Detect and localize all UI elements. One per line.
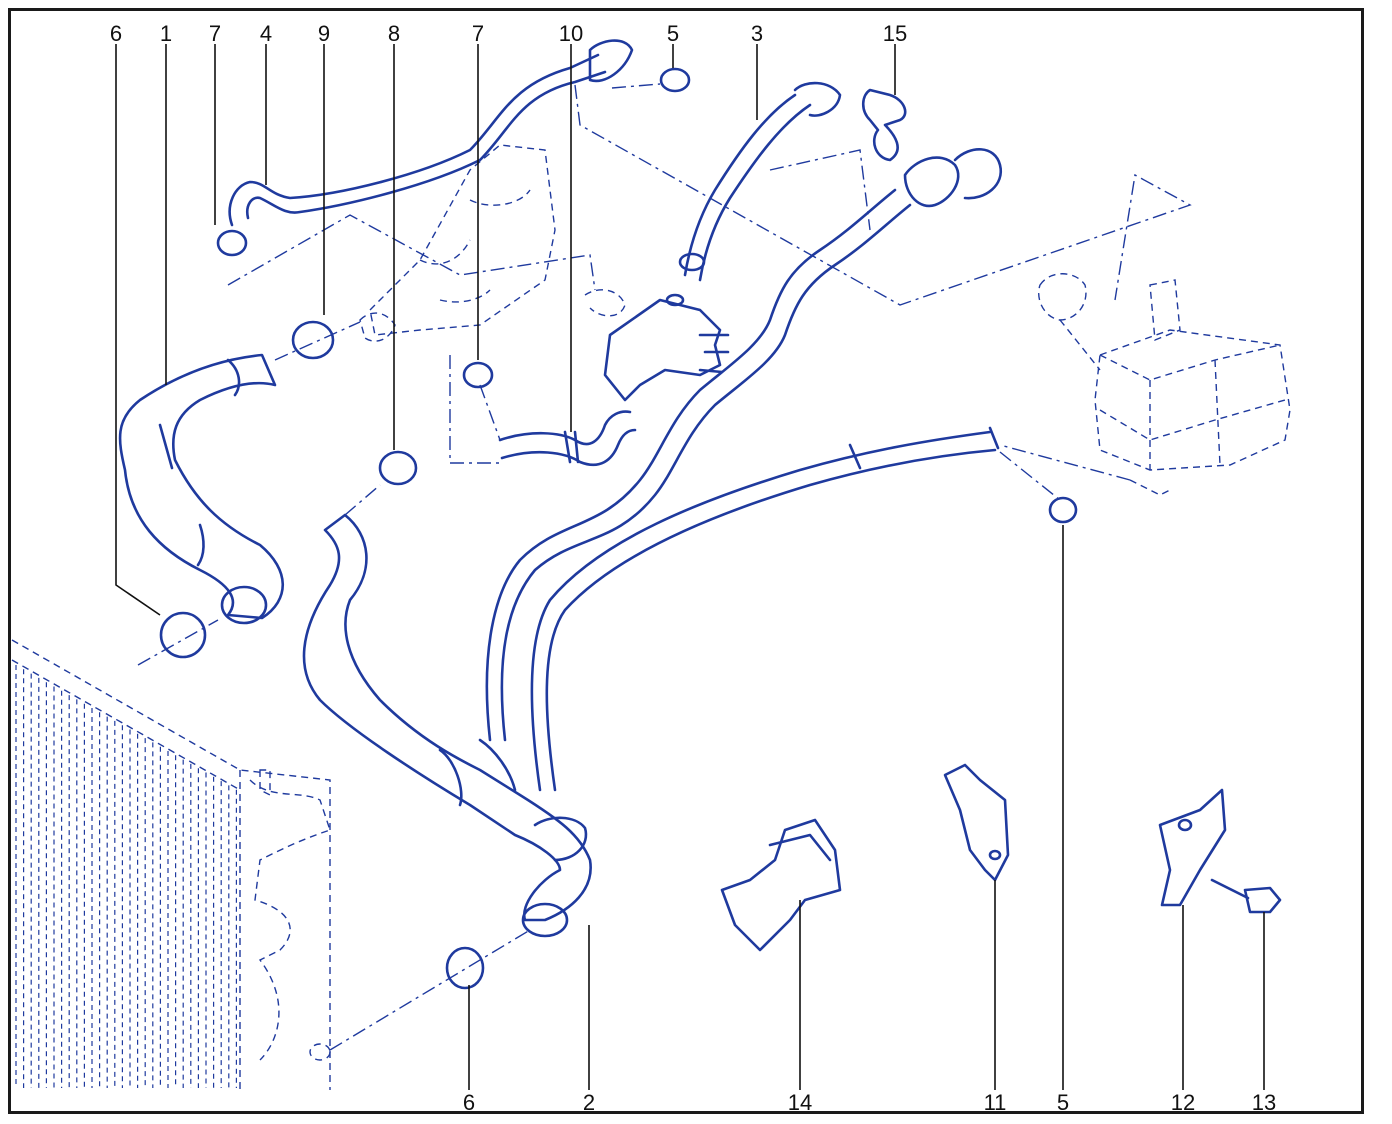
clamp-7-upper [216, 229, 248, 257]
callout-13: 13 [1252, 1090, 1276, 1115]
bolt-13 [1210, 878, 1282, 914]
clamps [159, 67, 1078, 990]
hose-4 [228, 39, 634, 227]
bracket-11 [943, 763, 1010, 882]
clamp-8 [378, 450, 418, 486]
assembly-paths [137, 83, 1061, 1051]
callout-1: 1 [160, 21, 172, 46]
clamp-6-lower [445, 946, 485, 990]
callout-5-b: 5 [1057, 1090, 1069, 1115]
water-outlet-housing [584, 289, 730, 402]
callout-4: 4 [260, 21, 272, 46]
callouts-top: 6 1 7 4 9 8 7 10 5 3 15 [110, 21, 907, 46]
hose-1 [118, 353, 284, 625]
callouts-bottom: 6 2 14 11 5 12 13 [463, 1090, 1276, 1115]
bracket-12 [1158, 788, 1227, 907]
callout-10: 10 [559, 21, 583, 46]
callout-6: 6 [110, 21, 122, 46]
callout-leaders-top [115, 44, 896, 616]
callout-6-b: 6 [463, 1090, 475, 1115]
callout-leaders-bottom [468, 525, 1265, 1090]
clamp-7-middle [462, 361, 494, 389]
clip-15 [861, 88, 907, 162]
thermostat-housing [227, 84, 1192, 464]
callout-7: 7 [209, 21, 221, 46]
callout-2: 2 [583, 1090, 595, 1115]
hose-10 [498, 410, 637, 467]
hose-expansion [530, 426, 1000, 792]
callout-12: 12 [1171, 1090, 1195, 1115]
callout-15: 15 [883, 21, 907, 46]
callout-11: 11 [984, 1090, 1007, 1115]
radiator [11, 639, 331, 1090]
clamp-5-upper [659, 67, 691, 93]
callout-3: 3 [751, 21, 763, 46]
callout-8: 8 [388, 21, 400, 46]
callout-7-b: 7 [472, 21, 484, 46]
hose-3 [485, 81, 1003, 742]
clamp-9 [291, 320, 335, 360]
callout-5: 5 [667, 21, 679, 46]
clamp-5-lower [1048, 496, 1078, 524]
hose-2 [302, 513, 592, 938]
support-14 [720, 818, 842, 952]
clamp-6-upper [159, 611, 207, 659]
expansion-tank [999, 273, 1291, 496]
callout-14: 14 [788, 1090, 812, 1115]
callout-9: 9 [318, 21, 330, 46]
